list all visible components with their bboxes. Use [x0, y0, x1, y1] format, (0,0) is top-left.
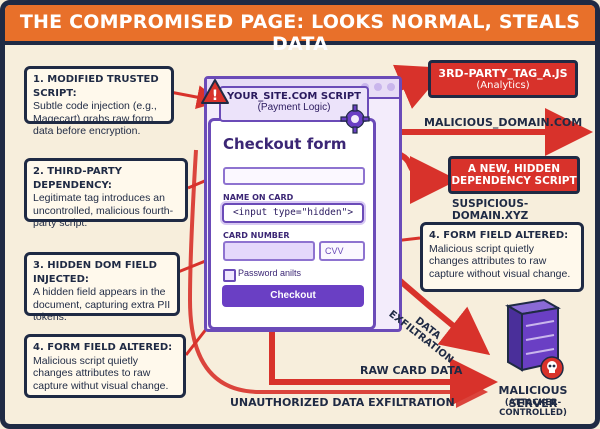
title-banner: THE COMPROMISED PAGE: LOOKS NORMAL, STEA… — [5, 5, 595, 55]
window-dot — [374, 83, 382, 91]
unauthorized-exfiltration-label: UNAUTHORIZED DATA EXFILTRATION — [230, 396, 455, 409]
raw-card-data-label: RAW CARD DATA — [360, 364, 463, 377]
server-icon — [505, 298, 561, 372]
callout-form-altered-left: 4. FORM FIELD ALTERED: Malicious script … — [24, 334, 186, 398]
form-title: Checkout form — [223, 135, 347, 153]
callout-1-body: Subtle code injection (e.g., Magecart) g… — [33, 100, 157, 137]
hidden-input-field: <input type="hidden"> — [222, 203, 364, 223]
arrow-raw-card — [269, 330, 498, 406]
third-party-tag-subtitle: (Analytics) — [476, 80, 530, 91]
site-script-name: YOUR_SITE.COM SCRIPT — [227, 91, 361, 102]
site-script-box: YOUR_SITE.COM SCRIPT (Payment Logic) — [219, 86, 369, 122]
malicious-server-label: MALICIOUS SERVER — [498, 384, 568, 410]
callout-3-heading: 3. HIDDEN DOM FIELD INJECTED: — [33, 260, 157, 285]
callout-third-party: 2. THIRD-PARTY DEPENDENCY: Legitimate ta… — [24, 158, 188, 229]
callout-hidden-field: 3. HIDDEN DOM FIELD INJECTED: A hidden f… — [24, 252, 180, 323]
hidden-dependency-line1: A NEW, HIDDEN — [467, 163, 561, 175]
warning-icon: ! — [201, 79, 229, 104]
suspicious-domain-label: SUSPICIOUS-DOMAIN.XYZ — [452, 198, 529, 222]
card-number-input[interactable] — [223, 241, 315, 261]
site-script-subtitle: (Payment Logic) — [257, 102, 331, 113]
callout-form-altered-right: 4. FORM FIELD ALTERED: Malicious script … — [420, 222, 584, 292]
callout-4-body: Malicious script quietly changes attribu… — [33, 354, 169, 392]
callout-2-body: Legitimate tag introduces an uncontrolle… — [33, 192, 174, 229]
card-number-label: CARD NUMBER — [223, 231, 290, 240]
hidden-dependency-line2: DEPENDENCY SCRIPT — [451, 175, 577, 187]
callout-1-heading: 1. MODIFIED TRUSTED SCRIPT: — [33, 74, 159, 99]
callout-2-heading: 2. THIRD-PARTY DEPENDENCY: — [33, 166, 122, 191]
callout-modified-script: 1. MODIFIED TRUSTED SCRIPT: Subtle code … — [24, 66, 174, 137]
callout-3-body: A hidden field appears in the document, … — [33, 286, 171, 323]
password-checkbox[interactable] — [223, 269, 236, 282]
window-dot — [387, 83, 395, 91]
callout-4-heading: 4. FORM FIELD ALTERED: — [33, 342, 173, 353]
checkout-button[interactable]: Checkout — [222, 285, 364, 307]
checkbox-label: Password anilts — [238, 268, 302, 278]
warning-glyph: ! — [212, 88, 218, 104]
hidden-dependency-box: A NEW, HIDDEN DEPENDENCY SCRIPT — [448, 156, 580, 194]
third-party-tag-box: 3RD-PARTY_TAG_A.JS (Analytics) — [428, 60, 578, 98]
name-input[interactable] — [223, 167, 365, 185]
arrow-unauthorized — [187, 149, 488, 408]
cvv-input[interactable]: CVV — [319, 241, 365, 261]
name-on-card-label: NAME ON CARD — [223, 193, 294, 202]
callout-5-body: Malicious script quietly changes attribu… — [429, 242, 571, 280]
gear-icon — [340, 104, 370, 134]
third-party-tag-name: 3RD-PARTY_TAG_A.JS — [438, 67, 568, 80]
skull-icon — [540, 356, 564, 380]
diagram-title: THE COMPROMISED PAGE: LOOKS NORMAL, STEA… — [19, 11, 581, 55]
callout-5-heading: 4. FORM FIELD ALTERED: — [429, 230, 569, 241]
attacker-controlled-label: (ATTACKER-CONTROLLED) — [499, 398, 567, 418]
cvv-placeholder: CVV — [325, 246, 344, 256]
malicious-domain-label: MALICIOUS_DOMAIN.COM — [424, 116, 583, 129]
